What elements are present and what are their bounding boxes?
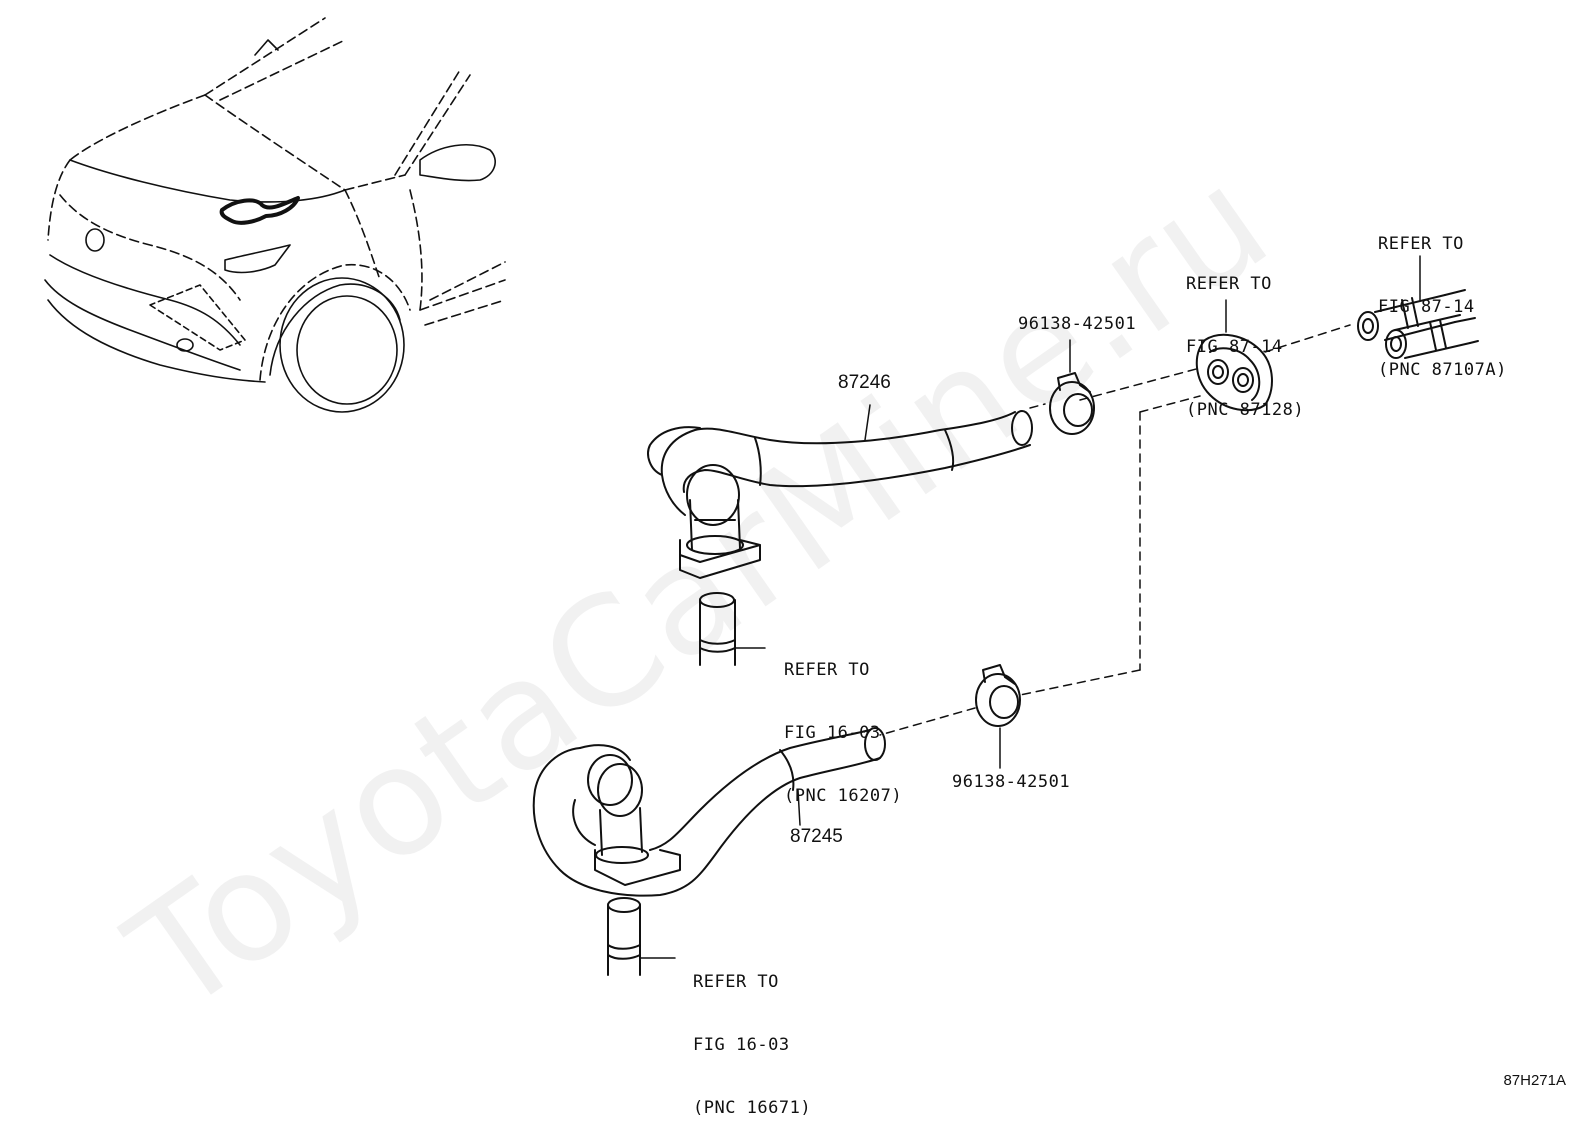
ref-16207-line1: REFER TO <box>784 660 870 680</box>
figure-code: 87H271A <box>1503 1072 1566 1089</box>
washer-hose-87246 <box>647 404 1033 666</box>
reference-87128: REFER TO FIG 87-14 (PNC 87128) <box>1186 232 1304 442</box>
ref-16207-line2: FIG 16-03 <box>784 723 881 743</box>
washer-hose-87245 <box>532 727 886 976</box>
ref-87107a-line2: FIG 87-14 <box>1378 297 1475 317</box>
part-number-clip-upper: 96138-42501 <box>1018 314 1137 334</box>
vehicle-front-illustration <box>44 17 506 413</box>
connector-pipes <box>1357 255 1479 359</box>
ref-16671-line1: REFER TO <box>693 972 779 992</box>
ref-87107a-line3: (PNC 87107A) <box>1378 360 1507 380</box>
parts-diagram <box>44 17 1479 976</box>
ref-87107a-line1: REFER TO <box>1378 234 1464 254</box>
ref-87128-line1: REFER TO <box>1186 274 1272 294</box>
part-number-87245: 87245 <box>790 826 843 847</box>
ref-16207-line3: (PNC 16207) <box>784 786 903 806</box>
part-number-87246: 87246 <box>838 372 891 393</box>
part-number-clip-lower: 96138-42501 <box>952 772 1071 792</box>
ref-87128-line3: (PNC 87128) <box>1186 400 1305 420</box>
hose-clip-upper <box>1049 339 1095 435</box>
reference-16671: REFER TO FIG 16-03 (PNC 16671) <box>693 930 811 1140</box>
connection-lines <box>879 324 1351 736</box>
reference-87107a: REFER TO FIG 87-14 (PNC 87107A) <box>1378 192 1507 402</box>
grommet-part <box>1195 299 1273 412</box>
reference-16207: REFER TO FIG 16-03 (PNC 16207) <box>784 618 902 828</box>
ref-87128-line2: FIG 87-14 <box>1186 337 1283 357</box>
ref-16671-line3: (PNC 16671) <box>693 1098 812 1118</box>
ref-16671-line2: FIG 16-03 <box>693 1035 790 1055</box>
hose-clip-lower <box>975 664 1021 769</box>
